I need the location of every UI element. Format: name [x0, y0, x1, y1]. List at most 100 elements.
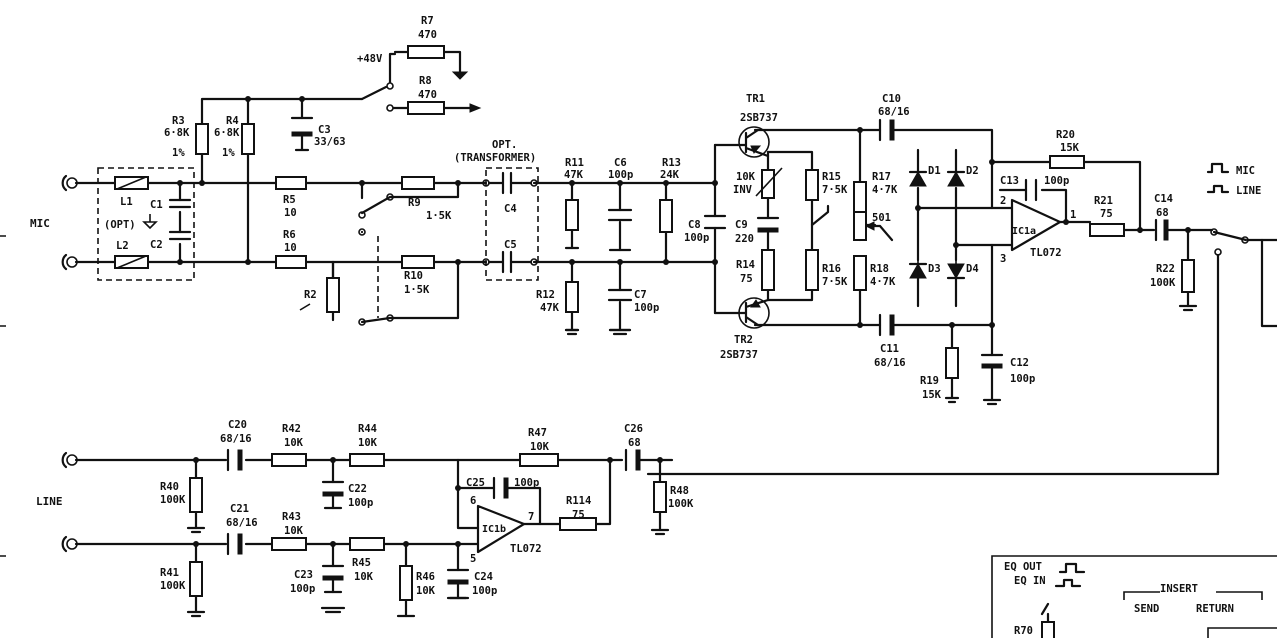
- IC1a-value: TL072: [1030, 247, 1062, 259]
- IC1a-opamp: [1010, 198, 1062, 252]
- opt-subtitle: (TRANSFORMER): [454, 152, 536, 164]
- eq-in-label: EQ IN: [1014, 575, 1046, 587]
- R46-ref: R46: [416, 571, 435, 583]
- C8-value: 100p: [684, 232, 709, 244]
- C12-value: 100p: [1010, 373, 1035, 385]
- C9-value: 220: [735, 233, 754, 245]
- R19-ref: R19: [920, 375, 939, 387]
- R16-value: 7·5K: [822, 276, 848, 288]
- R5-resistor: [275, 176, 307, 190]
- C4-capacitor: [487, 171, 533, 195]
- IC1b-pin7: 7: [528, 511, 534, 523]
- L2-label: L2: [116, 240, 129, 252]
- C24-value: 100p: [472, 585, 497, 597]
- C21-capacitor: [226, 532, 243, 556]
- phantom-switch: [360, 52, 397, 101]
- send-label: SEND: [1134, 603, 1159, 615]
- C2-capacitor: [168, 230, 192, 241]
- R40-ref: R40: [160, 481, 179, 493]
- R3-value: 6·8K: [164, 127, 190, 139]
- C26-capacitor: [624, 448, 641, 472]
- R14-ref: R14: [736, 259, 755, 271]
- C23-ref: C23: [294, 569, 313, 581]
- mic-hot-jack: [61, 174, 78, 192]
- C9-capacitor: [756, 216, 780, 233]
- C22-ref: C22: [348, 483, 367, 495]
- R47-value: 10K: [530, 441, 550, 453]
- C1-label: C1: [150, 199, 163, 211]
- C14-capacitor: [1154, 218, 1169, 242]
- R14-resistor: [761, 249, 775, 291]
- insert-bracket: [1123, 591, 1263, 600]
- C13-capacitor: [1024, 178, 1038, 202]
- R7-value: 470: [418, 29, 437, 41]
- R21-value: 75: [1100, 208, 1113, 220]
- C23-value: 100p: [290, 583, 315, 595]
- R18-resistor: [853, 255, 867, 291]
- eq-panel-border: [991, 555, 1277, 638]
- R12-ref: R12: [536, 289, 555, 301]
- S01-switch: [810, 204, 830, 227]
- L1-inductor: [114, 176, 149, 190]
- C3-capacitor: [290, 116, 314, 152]
- C25-value: 100p: [514, 477, 539, 489]
- line-switch-icon: [1206, 184, 1230, 194]
- C9-ref: C9: [735, 219, 748, 231]
- C8-ref: C8: [688, 219, 701, 231]
- C21-value: 68/16: [226, 517, 258, 529]
- R5-value: 10: [284, 207, 297, 219]
- R22-resistor: [1178, 259, 1198, 312]
- C10-capacitor: [878, 118, 895, 142]
- R114-value: 75: [572, 509, 585, 521]
- mic-cold-jack: [61, 253, 78, 271]
- R48-resistor: [650, 481, 670, 536]
- R15-value: 7·5K: [822, 184, 848, 196]
- C20-value: 68/16: [220, 433, 252, 445]
- R46-resistor: [396, 565, 416, 618]
- output-wire: [1260, 238, 1277, 328]
- TR2-ref: TR2: [734, 334, 753, 346]
- IC1a-ref: IC1a: [1012, 226, 1036, 237]
- C7-value: 100p: [634, 302, 659, 314]
- R21-ref: R21: [1094, 195, 1113, 207]
- R4-resistor: [241, 123, 255, 155]
- R2-ref: R2: [304, 289, 317, 301]
- C3-value: 33/63: [314, 136, 346, 148]
- C22-capacitor: [321, 480, 345, 510]
- TR2-value: 2SB737: [720, 349, 758, 361]
- opt-ground-icon: [142, 214, 158, 230]
- R8-ref: R8: [419, 75, 432, 87]
- R16-resistor: [805, 249, 819, 291]
- R47-ref: R47: [528, 427, 547, 439]
- R114-ref: R114: [566, 495, 591, 507]
- R9-resistor: [401, 176, 435, 190]
- S01-ref: 501: [872, 212, 891, 224]
- mic-switch-icon: [1206, 162, 1230, 174]
- C8-capacitor: [703, 214, 727, 230]
- C12-capacitor: [980, 353, 1004, 369]
- R48-ref: R48: [670, 485, 689, 497]
- opt-filter-box: [97, 167, 195, 281]
- R42-value: 10K: [284, 437, 304, 449]
- C23-capacitor: [321, 564, 345, 594]
- opt-title: OPT.: [492, 139, 517, 151]
- mic-input-label: MIC: [30, 217, 50, 230]
- C10-ref: C10: [882, 93, 901, 105]
- C11-capacitor: [878, 313, 895, 337]
- R10-resistor: [401, 255, 435, 269]
- R40-value: 100K: [160, 494, 186, 506]
- eq-out-switch-icon: [1058, 562, 1086, 574]
- IC1b-pin5: 5: [470, 553, 476, 565]
- line-position-label: LINE: [1236, 185, 1261, 197]
- R2-wiper-mark: [299, 303, 311, 311]
- selector-common: [1241, 236, 1249, 244]
- R6-resistor: [275, 255, 307, 269]
- R9-ref: R9: [408, 197, 421, 209]
- R19-resistor: [945, 347, 959, 379]
- R17-ref: R17: [872, 171, 891, 183]
- eq-insert-panel: EQ OUT EQ IN INSERT SEND RETURN R70: [991, 555, 1277, 638]
- R42-resistor: [271, 453, 307, 467]
- insert-label: INSERT: [1160, 583, 1198, 595]
